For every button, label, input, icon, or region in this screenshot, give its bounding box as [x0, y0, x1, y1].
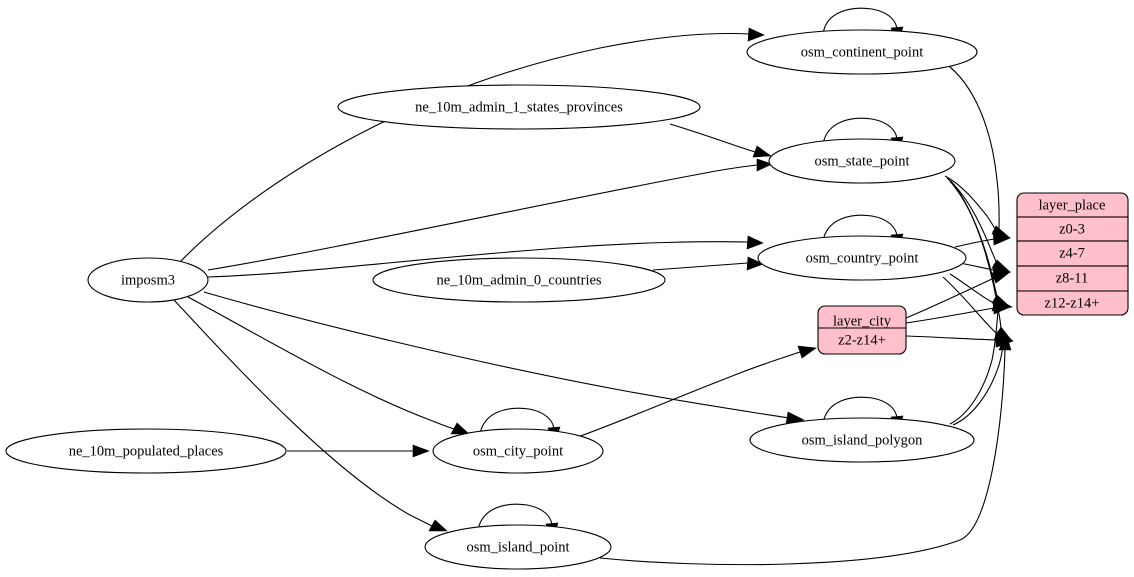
arrowhead-layer-city-layer-place-z8-11 [992, 301, 1011, 315]
node-osm-continent-point[interactable]: osm_continent_point [746, 29, 978, 75]
node-ne-10m-admin-0-countries[interactable]: ne_10m_admin_0_countries [372, 257, 666, 303]
node-shape-osm-continent-point [746, 29, 978, 75]
edge-layer-city-to-layer-place-z4-7 [905, 277, 995, 319]
arrowhead-layer-city-layer-place-z12-z14 [995, 333, 1013, 348]
edge-osm-country-point-to-layer-place-z12-z14 [942, 276, 1000, 337]
node-layer: imposm3 ne_10m_admin_1_states_provinces … [5, 29, 978, 570]
record-row-layer-place-z4-7[interactable] [1016, 240, 1129, 267]
arrowhead-layer-city-layer-place-z4-7 [990, 271, 1011, 284]
edge-imposm3-to-osm-state-point [207, 164, 758, 271]
node-label-osm-island-polygon: osm_island_polygon [802, 432, 924, 448]
node-osm-island-polygon[interactable]: osm_island_polygon [749, 417, 975, 463]
record-node-layer-city[interactable]: layer_city z2-z14+ [817, 305, 907, 355]
edge-imposm3-to-osm-country-point [207, 241, 749, 278]
record-label-layer-place-z4-7: z4-7 [1059, 245, 1085, 261]
node-label-osm-city-point: osm_city_point [473, 443, 563, 459]
edge-imposm3-to-osm-city-point [187, 296, 455, 430]
edge-osm-island-polygon-to-layer-place-z12-z14 [952, 345, 1004, 426]
arrowhead-ne-countries-osm-country-point [746, 256, 764, 271]
edge-osm-state-point-to-layer-place-z8-11 [948, 179, 999, 304]
record-node-layer: layer_place z0-3 z4-7 z8-11 z12-z14+ lay… [817, 192, 1129, 355]
edge-osm-island-point-to-layer-place-z12-z14 [599, 349, 1006, 566]
node-shape-ne-10m-admin-0-countries [372, 257, 666, 303]
edge-self-loop-osm-city-point [479, 407, 555, 435]
node-ne-10m-admin-1-states-provinces[interactable]: ne_10m_admin_1_states_provinces [337, 84, 701, 130]
node-shape-ne-10m-populated-places [5, 428, 287, 474]
record-label-layer-place-z8-11: z8-11 [1056, 270, 1088, 286]
arrowhead-osm-city-point-layer-city-z2-z14 [797, 345, 817, 359]
record-node-layer-place[interactable]: layer_place z0-3 z4-7 z8-11 z12-z14+ [1016, 192, 1129, 316]
node-shape-osm-country-point [757, 235, 967, 281]
record-row-layer-city-z2-z14[interactable] [817, 327, 907, 355]
record-label-layer-city-z2-z14: z2-z14+ [838, 332, 886, 348]
arrowhead-imposm3-osm-island-point [428, 519, 448, 532]
arrowhead-imposm3-osm-country-point [746, 235, 764, 250]
edge-self-loop-osm-island-polygon [822, 396, 898, 424]
edge-layer-city-to-layer-place-z8-11 [905, 307, 995, 324]
node-label-osm-state-point: osm_state_point [814, 153, 909, 169]
edge-self-loop-osm-country-point [822, 214, 898, 242]
arrowhead-imposm3-osm-city-point [450, 422, 470, 435]
node-osm-island-point[interactable]: osm_island_point [424, 524, 612, 570]
node-osm-country-point[interactable]: osm_country_point [757, 235, 967, 281]
edge-osm-country-point-to-layer-place-z0-3 [954, 238, 995, 248]
record-label-layer-city-header: layer_city [833, 313, 892, 329]
edge-imposm3-to-osm-island-polygon [203, 291, 790, 419]
edge-ne-countries-to-osm-country-point [652, 262, 749, 271]
node-shape-imposm3 [87, 257, 209, 303]
edge-osm-island-polygon-to-layer-place-z8-11 [949, 309, 999, 425]
record-row-layer-place-header [1016, 192, 1129, 218]
arrowhead-imposm3-osm-state-point [756, 158, 773, 172]
record-label-layer-place-z12-z14: z12-z14+ [1045, 295, 1100, 311]
edge-self-loop-osm-state-point [822, 117, 898, 145]
node-label-osm-island-point: osm_island_point [466, 539, 569, 555]
node-label-ne-10m-admin-0-countries: ne_10m_admin_0_countries [436, 272, 601, 288]
record-row-layer-city-header [817, 305, 907, 329]
arrowhead-imposm3-osm-continent-point [747, 27, 765, 42]
edge-osm-country-point-to-layer-place-z8-11 [949, 273, 997, 305]
arrowhead-ne-states-osm-state-point [752, 145, 772, 158]
record-row-layer-place-z8-11[interactable] [1016, 265, 1129, 292]
node-osm-city-point[interactable]: osm_city_point [432, 428, 604, 474]
node-shape-ne-10m-admin-1-states-provinces [337, 84, 701, 130]
edge-self-loop-osm-continent-point [822, 7, 898, 35]
edge-layer-city-to-layer-place-z12-z14 [905, 335, 997, 341]
node-imposm3[interactable]: imposm3 [87, 257, 209, 303]
node-shape-osm-island-point [424, 524, 612, 570]
edge-imposm3-to-osm-continent-point [179, 32, 751, 263]
node-label-ne-10m-admin-1-states-provinces: ne_10m_admin_1_states_provinces [415, 99, 623, 115]
edge-osm-state-point-to-layer-place-z0-3 [944, 175, 998, 233]
node-shape-osm-island-polygon [749, 417, 975, 463]
record-row-layer-place-z12-z14[interactable] [1016, 290, 1129, 316]
edge-osm-city-point-to-layer-city-z2-z14 [574, 351, 801, 439]
node-label-ne-10m-populated-places: ne_10m_populated_places [69, 443, 224, 459]
node-label-osm-country-point: osm_country_point [806, 250, 919, 266]
record-row-layer-place-z0-3[interactable] [1016, 216, 1129, 242]
arrowhead-ne-populated-osm-city-point [412, 444, 430, 458]
arrowhead-osm-country-point-layer-place-z0-3 [993, 232, 1011, 246]
node-osm-state-point[interactable]: osm_state_point [768, 138, 956, 184]
edge-osm-continent-point-to-layer-place-z0-3 [944, 62, 1000, 232]
node-shape-osm-city-point [432, 428, 604, 474]
node-ne-10m-populated-places[interactable]: ne_10m_populated_places [5, 428, 287, 474]
edge-self-loop-osm-island-point [477, 503, 553, 531]
record-label-layer-place-header: layer_place [1039, 197, 1106, 213]
record-label-layer-place-z0-3: z0-3 [1059, 221, 1085, 237]
node-label-imposm3: imposm3 [121, 272, 175, 288]
edge-imposm3-to-osm-island-point [173, 299, 433, 527]
node-label-osm-continent-point: osm_continent_point [801, 44, 923, 60]
node-shape-osm-state-point [768, 138, 956, 184]
edge-ne-states-to-osm-state-point [669, 123, 756, 153]
